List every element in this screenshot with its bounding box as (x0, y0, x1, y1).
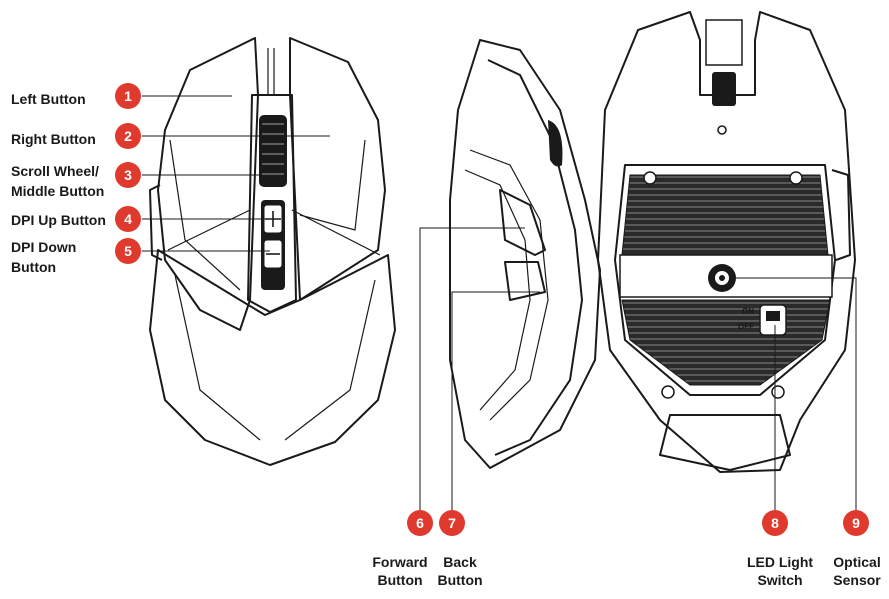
mouse-bottom-view: ON OFF (597, 11, 856, 473)
label-left-button: Left Button (11, 91, 86, 107)
callout-badge-7: 7 (439, 510, 465, 536)
callout-badge-9: 9 (843, 510, 869, 536)
callout-badge-1: 1 (115, 83, 141, 109)
label-forward-line1: Forward (372, 554, 427, 570)
label-right-button: Right Button (11, 131, 96, 147)
mouse-top-view (149, 37, 396, 466)
label-dpi-down-line1: DPI Down (11, 239, 76, 255)
svg-text:3: 3 (124, 167, 132, 183)
label-led-line1: LED Light (747, 554, 813, 570)
callout-badge-2: 2 (115, 123, 141, 149)
callout-badge-3: 3 (115, 162, 141, 188)
label-led-line2: Switch (757, 572, 802, 588)
svg-text:7: 7 (448, 515, 456, 531)
callout-badges: 1 2 3 4 5 6 7 8 9 (115, 83, 869, 536)
label-scroll-wheel-line2: Middle Button (11, 183, 104, 199)
forward-button (499, 189, 546, 256)
label-optical-line2: Sensor (833, 572, 881, 588)
svg-text:1: 1 (124, 88, 132, 104)
svg-text:6: 6 (416, 515, 424, 531)
back-button (504, 261, 546, 301)
optical-sensor (708, 264, 736, 292)
mouse-side-view (449, 39, 601, 469)
svg-text:8: 8 (771, 515, 779, 531)
label-scroll-wheel-line1: Scroll Wheel/ (11, 163, 99, 179)
led-light-switch: ON OFF (738, 304, 787, 336)
leader-lines (142, 95, 857, 512)
label-dpi-down-line2: Button (11, 259, 56, 275)
svg-text:4: 4 (124, 211, 132, 227)
callout-badge-4: 4 (115, 206, 141, 232)
switch-on-mark: ON (742, 307, 754, 316)
callout-labels: Left Button Right Button Scroll Wheel/ M… (11, 91, 881, 588)
label-optical-line1: Optical (833, 554, 880, 570)
label-back-line2: Button (437, 572, 482, 588)
callout-badge-6: 6 (407, 510, 433, 536)
svg-text:2: 2 (124, 128, 132, 144)
callout-badge-5: 5 (115, 238, 141, 264)
scroll-wheel (259, 115, 287, 187)
svg-text:5: 5 (124, 243, 132, 259)
svg-text:9: 9 (852, 515, 860, 531)
label-dpi-up: DPI Up Button (11, 212, 106, 228)
callout-badge-8: 8 (762, 510, 788, 536)
label-back-line1: Back (443, 554, 477, 570)
switch-off-mark: OFF (738, 322, 754, 331)
label-forward-line2: Button (377, 572, 422, 588)
